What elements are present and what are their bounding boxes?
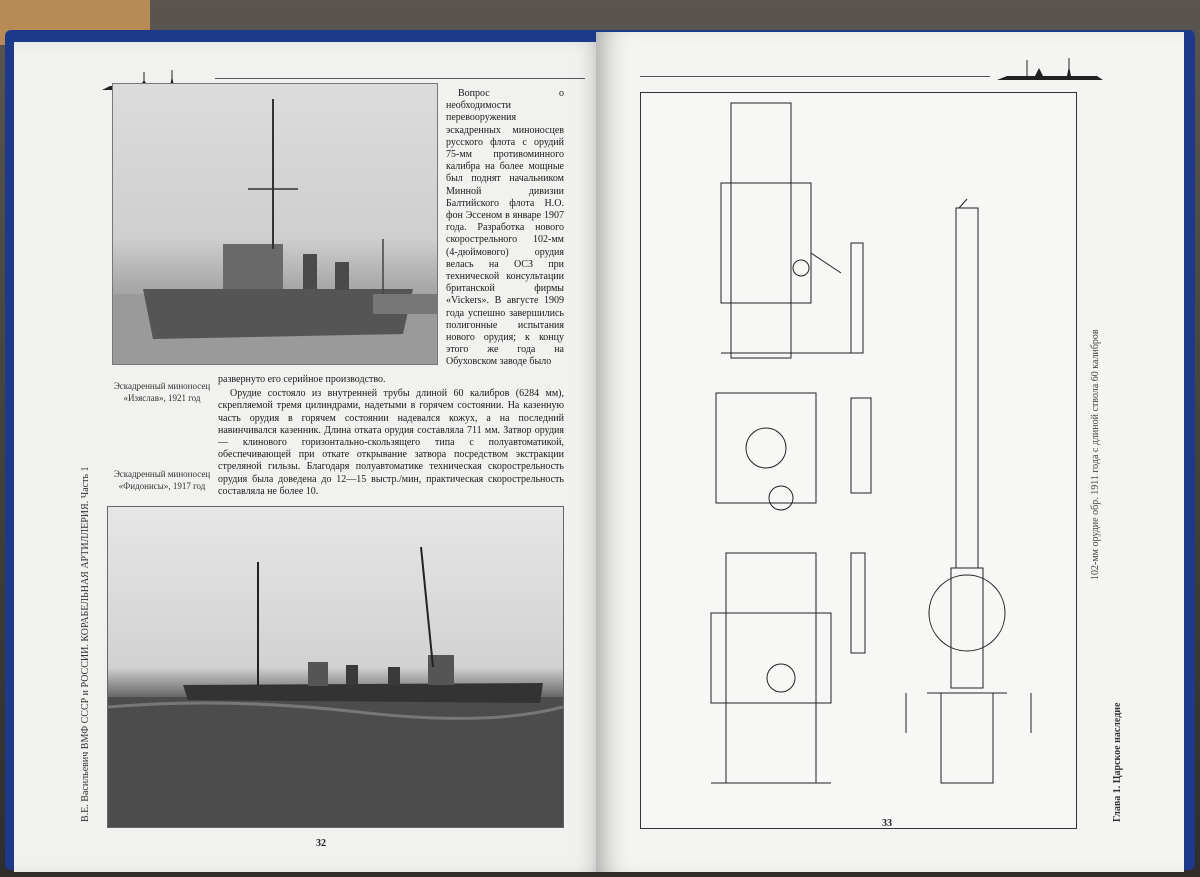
left-page-number: 32 [316, 838, 326, 849]
header-rule [215, 78, 585, 79]
body-paragraph-2: Орудие состояло из внутренней трубы длин… [218, 388, 564, 497]
column-paragraph: Вопрос о необходимости перевооружения эс… [446, 88, 564, 368]
column-text: Вопрос о необходимости перевооружения эс… [446, 88, 564, 371]
photo2-caption-line: Эскадренный миноносец [113, 469, 211, 479]
left-spine-text: В.Е. Васильевич ВМФ СССР и РОССИИ. КОРАБ… [80, 466, 91, 822]
header-rule-right [640, 76, 990, 77]
chapter-running-head: Глава 1. Царское наследие [1112, 702, 1123, 822]
photo1-caption-line: Эскадренный миноносец [113, 381, 211, 391]
drawing-caption: 102-мм орудие обр. 1911 года с длиной ст… [1090, 329, 1101, 580]
technical-drawing [640, 92, 1077, 829]
photo2-caption-line: «Фидонисы», 1917 год [118, 481, 206, 491]
photo1-caption: Эскадренный миноносец «Изяслав», 1921 го… [112, 380, 212, 404]
photo-destroyer-izyaslav [112, 83, 438, 365]
body-paragraph-1: развернуто его серийное производство. [218, 374, 386, 385]
photo2-caption: Эскадренный миноносец «Фидонисы», 1917 г… [112, 468, 212, 492]
right-page-number: 33 [882, 818, 892, 829]
photo1-caption-line: «Изяслав», 1921 год [123, 393, 201, 403]
ship-silhouette-icon [997, 58, 1103, 80]
photo-destroyer-fidonisy [107, 506, 564, 828]
body-text: развернуто его серийное производство. Ор… [218, 374, 564, 500]
